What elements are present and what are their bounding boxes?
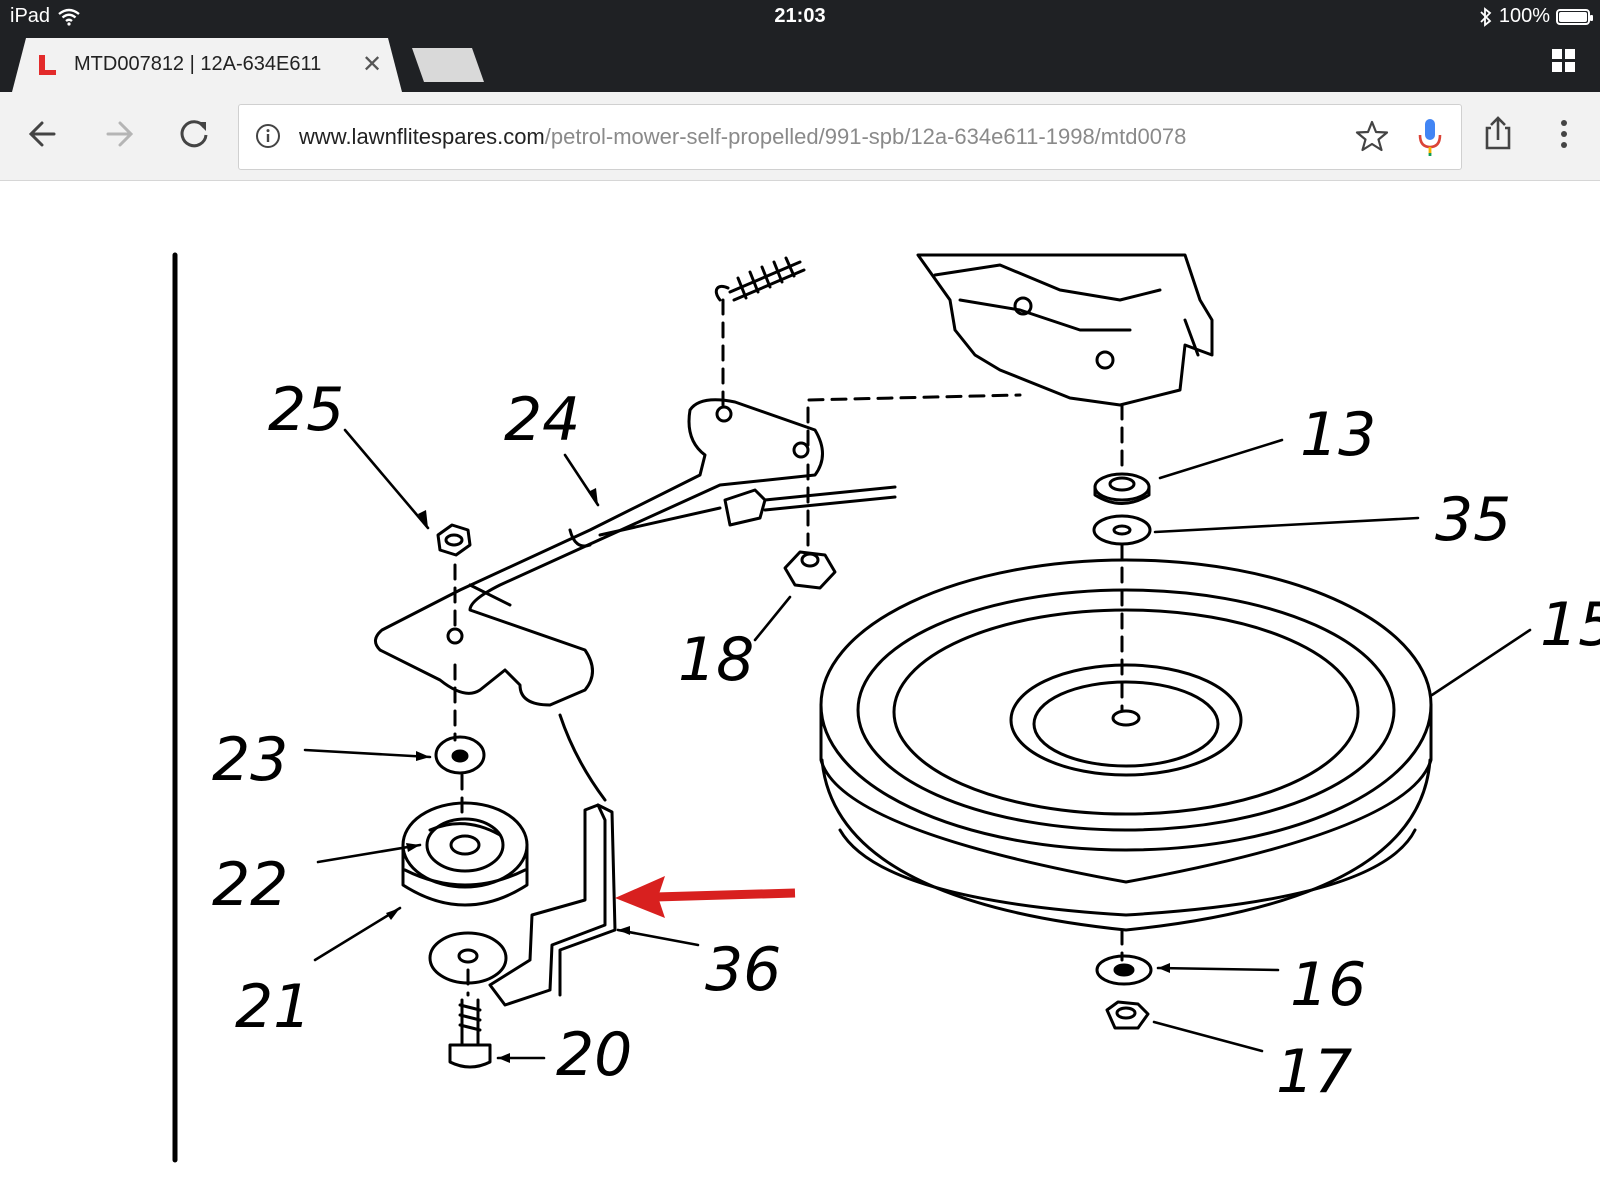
part-label-36: 36 <box>705 935 781 1005</box>
part-label-17: 17 <box>1276 1037 1352 1107</box>
part-17-nut <box>1105 1000 1150 1030</box>
part-15-pulley <box>819 558 1433 932</box>
part-label-25: 25 <box>268 375 344 445</box>
part-22-idler-pulley <box>401 801 529 907</box>
menu-icon[interactable] <box>1540 110 1588 158</box>
bracket-arm <box>374 398 897 802</box>
reload-icon[interactable] <box>170 110 218 158</box>
status-time: 21:03 <box>774 5 826 27</box>
battery-percent: 100% <box>1498 5 1550 27</box>
part-35-washer <box>1092 514 1152 546</box>
forward-arrow-icon[interactable] <box>94 110 142 158</box>
url-fade <box>1309 109 1369 165</box>
part-label-35: 35 <box>1435 485 1511 555</box>
bookmark-star-icon[interactable] <box>1355 119 1389 153</box>
part-label-15: 15 <box>1540 590 1600 660</box>
status-right: 100% <box>1479 5 1593 28</box>
status-left: iPad <box>10 5 80 28</box>
device-name: iPad <box>10 5 51 27</box>
close-icon[interactable]: ✕ <box>362 51 383 78</box>
part-label-21: 21 <box>235 972 311 1042</box>
part-label-18: 18 <box>678 625 754 695</box>
part-label-13: 13 <box>1300 400 1376 470</box>
tab-strip: MTD007812 | 12A-634E611 ✕ <box>0 34 1600 92</box>
housing <box>916 253 1214 407</box>
share-icon[interactable] <box>1474 110 1522 158</box>
part-21-washer <box>428 931 508 985</box>
url-text[interactable]: www.lawnflitespares.com/petrol-mower-sel… <box>299 124 1359 150</box>
leader-arrowheads <box>386 488 1170 1063</box>
parts-diagram: 25 24 13 35 15 18 23 22 21 36 20 16 17 <box>172 252 1600 1163</box>
part-label-23: 23 <box>212 725 288 795</box>
spring <box>714 256 806 302</box>
part-18-nut <box>783 550 837 590</box>
lawnflite-favicon-icon <box>39 55 56 75</box>
wifi-icon <box>58 8 80 26</box>
status-bar: iPad 21:03 100% <box>0 0 1600 34</box>
part-label-22: 22 <box>212 850 288 920</box>
battery-icon <box>1556 8 1593 25</box>
part-label-16: 16 <box>1290 950 1366 1020</box>
tab-active[interactable]: MTD007812 | 12A-634E611 ✕ <box>12 38 402 92</box>
part-label-24: 24 <box>504 385 580 455</box>
url-host: www.lawnflitespares.com <box>299 124 545 149</box>
page-content: 25 24 13 35 15 18 23 22 21 36 20 16 17 <box>0 181 1600 1200</box>
bluetooth-icon <box>1480 6 1492 27</box>
part-36-bracket <box>488 803 617 1007</box>
part-23-washer <box>434 735 486 775</box>
part-13-bushing <box>1093 472 1151 505</box>
back-arrow-icon[interactable] <box>20 110 68 158</box>
address-bar[interactable]: www.lawnflitespares.com/petrol-mower-sel… <box>238 104 1462 170</box>
part-label-20: 20 <box>556 1020 632 1090</box>
part-20-bolt <box>448 998 492 1069</box>
info-icon[interactable] <box>255 123 281 149</box>
part-25-nut <box>436 523 472 557</box>
url-path: /petrol-mower-self-propelled/991-spb/12a… <box>544 124 1187 149</box>
part-16-washer <box>1095 954 1153 986</box>
highlight-arrow <box>615 876 796 918</box>
microphone-icon[interactable] <box>1415 117 1445 157</box>
tab-switcher-icon[interactable] <box>1552 49 1576 73</box>
new-tab-button[interactable] <box>412 48 484 82</box>
toolbar: www.lawnflitespares.com/petrol-mower-sel… <box>0 92 1600 181</box>
tab-title: MTD007812 | 12A-634E611 <box>74 53 322 75</box>
